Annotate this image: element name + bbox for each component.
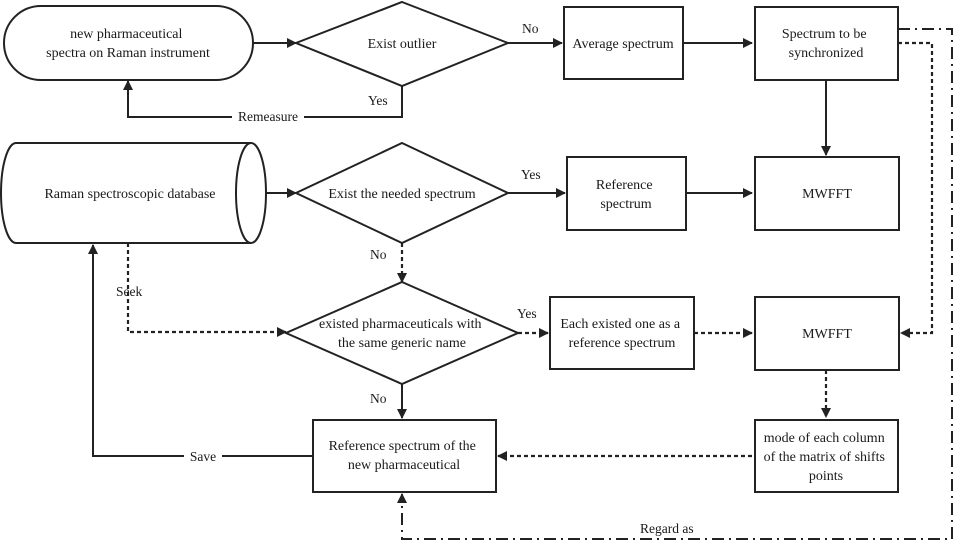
node-mwfft-2: MWFFT [754, 296, 900, 371]
node-new-spectra: new pharmaceutical spectra on Raman inst… [3, 5, 254, 81]
label-needed-no: No [370, 247, 387, 262]
label-remeasure-bg [232, 108, 304, 125]
edge-save [88, 244, 312, 457]
label-existed-no: No [370, 391, 387, 406]
node-average-spectrum: Average spectrum [563, 6, 684, 80]
label-remeasure: Remeasure [238, 109, 298, 124]
node-ref-of-new-label: Reference spectrum of the new pharmaceut… [329, 439, 480, 473]
node-spectrum-to-sync: Spectrum to be synchronized [754, 6, 899, 81]
node-new-spectra-label: new pharmaceutical spectra on Raman inst… [46, 27, 210, 61]
label-existed-yes: Yes [517, 306, 537, 321]
label-regard-as: Regard as [640, 521, 694, 536]
node-reference-spectrum: Reference spectrum [566, 156, 687, 231]
node-mwfft-2-label: MWFFT [802, 327, 852, 342]
node-average-spectrum-label: Average spectrum [572, 37, 673, 52]
node-existed-pharma: existed pharmaceuticals with the same ge… [283, 280, 521, 386]
label-seek: Seek [116, 284, 142, 299]
edge-sync-to-mwfft2 [898, 41, 934, 338]
edge-seek [126, 243, 287, 337]
node-each-existed-label: Each existed one as a reference spectrum [560, 317, 683, 351]
nodes: new pharmaceutical spectra on Raman inst… [0, 0, 900, 493]
label-needed-yes: Yes [521, 167, 541, 182]
label-outlier-no: No [522, 21, 539, 36]
node-mode-column: mode of each column of the matrix of shi… [754, 419, 899, 493]
label-save: Save [190, 449, 216, 464]
node-existed-pharma-label: existed pharmaceuticals with the same ge… [319, 317, 485, 351]
node-spectrum-to-sync-label: Spectrum to be synchronized [782, 27, 870, 61]
node-database: Raman spectroscopic database [0, 142, 267, 244]
node-mode-column-label: mode of each column of the matrix of shi… [764, 431, 889, 484]
node-mwfft-1: MWFFT [754, 156, 900, 231]
node-ref-of-new: Reference spectrum of the new pharmaceut… [312, 419, 497, 493]
label-save-bg [184, 449, 222, 465]
edge-regard-as [397, 28, 953, 540]
node-reference-spectrum-label: Reference spectrum [596, 178, 656, 212]
edges [88, 28, 953, 540]
label-outlier-yes: Yes [368, 93, 388, 108]
edge-labels: No Yes Remeasure Yes No Seek Yes No Save… [116, 21, 694, 536]
node-exist-needed-label: Exist the needed spectrum [328, 187, 475, 202]
node-exist-needed: Exist the needed spectrum [293, 141, 511, 245]
node-database-label: Raman spectroscopic database [44, 187, 215, 202]
node-exist-outlier-label: Exist outlier [368, 37, 437, 52]
node-mwfft-1-label: MWFFT [802, 187, 852, 202]
node-each-existed: Each existed one as a reference spectrum [549, 296, 695, 370]
node-exist-outlier: Exist outlier [293, 0, 511, 88]
